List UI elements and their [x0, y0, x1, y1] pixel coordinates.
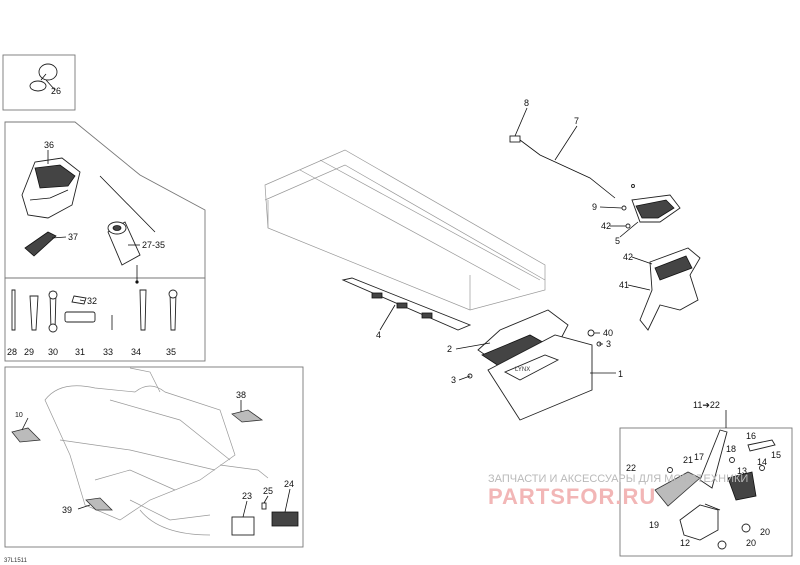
bolt-40: [587, 329, 595, 337]
callout-20-upper: 20: [760, 527, 770, 537]
bolt-14: [759, 465, 765, 471]
callout-24: 24: [284, 479, 294, 489]
guard-4: [341, 277, 472, 331]
callout-36: 36: [44, 140, 54, 150]
decal-38: [231, 409, 264, 423]
wire-harness-7: [519, 139, 616, 199]
inset-box-hitch-assembly: [619, 427, 793, 557]
inset-box-vehicle-decals: [4, 366, 304, 548]
callout-19: 19: [649, 520, 659, 530]
bolt-17: [667, 467, 673, 473]
callout-14: 14: [757, 457, 767, 467]
inset-box-hardware: [2, 54, 76, 111]
connector-8: [509, 135, 521, 143]
fastener-26: [29, 63, 58, 92]
plate-24: [271, 511, 299, 527]
decal-39: [85, 497, 113, 511]
snow-flap-1: LYNX: [487, 334, 593, 421]
callout-31: 31: [75, 347, 85, 357]
pin-16: [747, 439, 776, 452]
hitch-arm-21: [699, 429, 728, 489]
callout-15: 15: [771, 450, 781, 460]
callout-32: 32: [87, 296, 97, 306]
flap-logo: LYNX: [515, 367, 530, 373]
callout-10: 10: [15, 412, 23, 419]
washer-20-lower: [717, 540, 727, 550]
watermark-logo: PARTSFOR.RU: [488, 484, 656, 509]
callout-8: 8: [524, 98, 529, 108]
taillight-5: [631, 194, 681, 223]
screw-42-upper: [625, 223, 631, 229]
callout-28: 28: [7, 347, 17, 357]
tunnel-assembly: [264, 149, 546, 311]
storage-bag-36: [21, 157, 81, 219]
callout-35: 35: [166, 347, 176, 357]
callout-21: 21: [683, 455, 693, 465]
diagram-code: 37L1511: [4, 558, 28, 564]
callout-38: 38: [236, 390, 246, 400]
callout-3-right: 3: [606, 339, 611, 349]
snowmobile-outline: [44, 367, 269, 536]
callout-5: 5: [615, 236, 620, 246]
callout-39: 39: [62, 505, 72, 515]
callout-33: 33: [103, 347, 113, 357]
tool-roll-27-35: [107, 221, 141, 266]
callout-labels: 26 36 37 27-35 32 28 29 30 31 33 34 35 1…: [7, 86, 781, 548]
leader-storage-to-roll: [99, 175, 156, 233]
callout-17: 17: [694, 452, 704, 462]
callout-1: 1: [618, 369, 623, 379]
callout-37: 37: [68, 232, 78, 242]
callout-41: 41: [619, 280, 629, 290]
callout-4: 4: [376, 330, 381, 340]
hitch-bracket-19: [654, 471, 701, 507]
callout-16: 16: [746, 431, 756, 441]
callout-27-35: 27-35: [142, 240, 165, 250]
callout-12: 12: [680, 538, 690, 548]
callout-20-lower: 20: [746, 538, 756, 548]
inset-box-tool-kit: [4, 277, 206, 362]
screw-upper: [631, 184, 635, 188]
label-23: [231, 516, 255, 536]
watermark-text: ЗАПЧАСТИ И АКСЕССУАРЫ ДЛЯ МОТОТЕХНИКИ: [488, 473, 748, 485]
leader-lines: [21, 79, 727, 518]
tool-set-28-35: [11, 289, 178, 333]
callout-25: 25: [263, 486, 273, 496]
decal-10: [11, 427, 41, 443]
callout-40: 40: [603, 328, 613, 338]
callout-2: 2: [447, 344, 452, 354]
callout-42-upper: 42: [601, 221, 611, 231]
callout-23: 23: [242, 491, 252, 501]
callout-11-22: 11➔22: [693, 400, 720, 410]
callout-3-left: 3: [451, 375, 456, 385]
callout-42-lower: 42: [623, 252, 633, 262]
callout-7: 7: [574, 116, 579, 126]
callout-13: 13: [737, 466, 747, 476]
callout-22: 22: [626, 463, 636, 473]
rivet-25: [261, 502, 267, 510]
bolt-18: [729, 457, 735, 463]
callout-29: 29: [24, 347, 34, 357]
hitch-plate-12: [679, 504, 719, 541]
callout-26: 26: [51, 86, 61, 96]
pad-13: [727, 471, 757, 501]
rear-bracket-41: [639, 247, 701, 331]
callout-34: 34: [131, 347, 141, 357]
callout-18: 18: [726, 444, 736, 454]
callout-9: 9: [592, 202, 597, 212]
washer-20-upper: [741, 523, 751, 533]
callout-30: 30: [48, 347, 58, 357]
strap-37: [24, 231, 57, 257]
screw-9: [621, 205, 627, 211]
